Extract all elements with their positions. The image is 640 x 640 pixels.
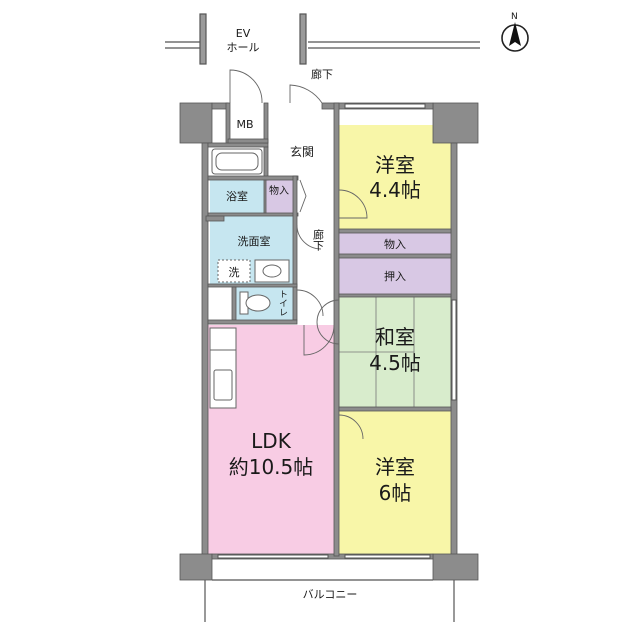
bath-floor [210, 180, 264, 213]
outside-corridor-label: 廊下 [311, 67, 333, 81]
ev-hall-walls [165, 13, 480, 65]
washer-pan-icon [217, 259, 251, 283]
japanese-room-name: 和室 [375, 325, 415, 349]
doors [229, 69, 368, 440]
japanese-room-size: 4.5帖 [369, 351, 421, 375]
bath-label: 浴室 [226, 189, 248, 203]
toilet-icon [239, 291, 271, 315]
washer-label: 洗 [229, 266, 240, 279]
windows [217, 103, 457, 559]
ldk-size: 約10.5帖 [229, 455, 314, 479]
storage-2-floor [339, 258, 451, 294]
storage-1-label: 物入 [384, 237, 406, 251]
ev-hall-label-line2: ホール [227, 41, 260, 54]
storage-small-floor [266, 180, 293, 213]
storage-small-label: 物入 [269, 184, 289, 197]
western-room-2-floor [339, 411, 451, 556]
western-room-1-name: 洋室 [375, 153, 415, 177]
wall-stub [205, 215, 225, 222]
western-room-2-name: 洋室 [375, 455, 415, 479]
compass-icon: N [501, 12, 529, 52]
toilet-label: トイレ [277, 290, 288, 317]
balcony-outline [204, 579, 455, 622]
washroom-label: 洗面室 [238, 234, 271, 248]
inner-corridor-label: 廊下 [312, 228, 325, 252]
wash-basin-icon [254, 259, 290, 283]
storage-1-floor [339, 233, 451, 254]
mb-label: MB [236, 118, 253, 131]
balcony-label: バルコニー [303, 588, 358, 601]
storage-small-label-text: 物入 [269, 184, 289, 197]
ev-hall-label-line1: EV [236, 27, 251, 40]
western-room-2-size: 6帖 [379, 481, 412, 505]
western-room-1-floor [339, 125, 451, 231]
kitchen-counter-icon [209, 327, 237, 409]
entrance-label: 玄関 [290, 144, 314, 159]
bathtub-icon [211, 148, 263, 175]
ldk-name: LDK [251, 429, 292, 453]
storage-2-label: 押入 [384, 269, 406, 283]
western-room-1-size: 4.4帖 [369, 178, 421, 202]
compass-label: N [511, 12, 518, 22]
